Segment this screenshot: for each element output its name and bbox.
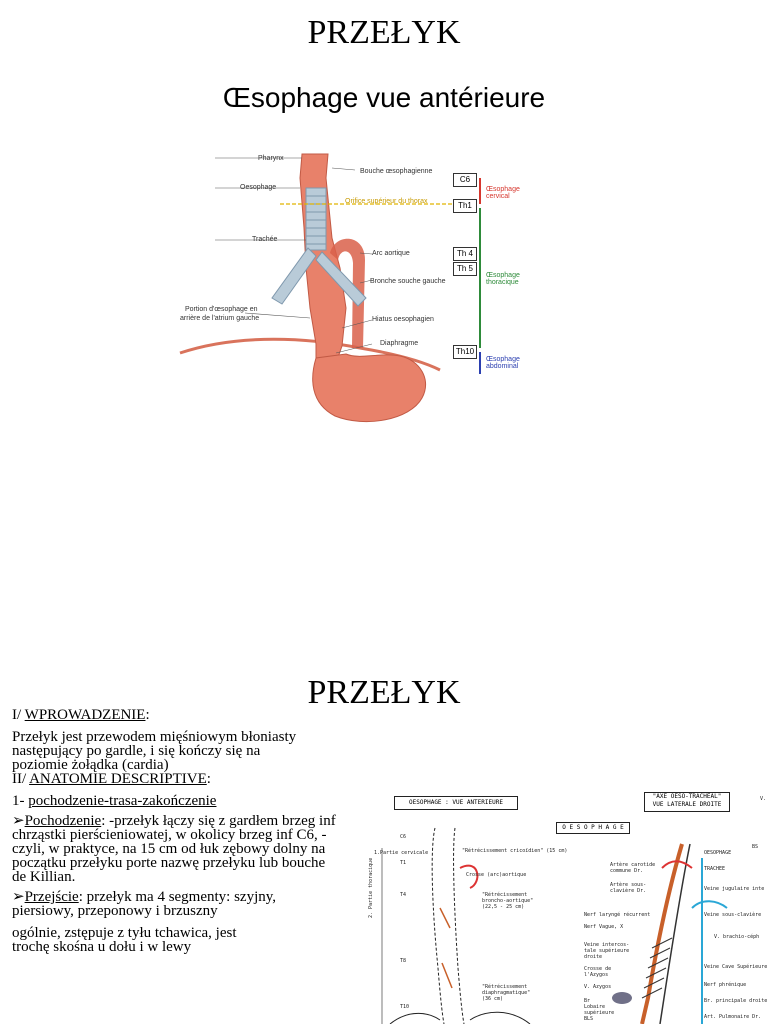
lateral-label-phrenic: Nerf phrénique [704, 982, 747, 988]
label-bronche: Bronche souche gauche [370, 278, 446, 285]
lateral-label-recurrent: Nerf laryngé récurrent [584, 912, 651, 918]
lateral-label-pulmonary-artery: Art. Pulmonaire Dr. [704, 1014, 762, 1020]
label-trachee: Trachée [252, 236, 278, 243]
segment-cervical: Œsophage cervical [486, 186, 520, 200]
item-1-prefix: 1- [12, 793, 29, 809]
bullet-1-heading: Pochodzenie [24, 813, 102, 829]
lateral-label-subclavian-artery: Artère sous-clavière Dr. [610, 882, 647, 894]
lateral-header: "AXE OESO-TRACHEAL" VUE LATERALE DROITE [644, 792, 730, 812]
section-2-prefix: II/ [12, 771, 30, 787]
label-diaphragme: Diaphragme [380, 340, 419, 347]
label-portion: Portion d'œsophage en [185, 306, 258, 313]
segment-abdominal: Œsophage abdominal [486, 356, 520, 370]
label-bouche: Bouche œsophagienne [360, 168, 433, 175]
descent-paragraph: ogólnie, zstępuje z tyłu tchawica, jest … [12, 925, 237, 955]
slide-1: PRZEŁYK Œsophage vue antérieure [179, 14, 546, 422]
bullet-1-text: : -przełyk łączy się z gardłem brzeg inf… [12, 813, 336, 885]
lateral-corner-bs: BS [752, 844, 759, 850]
lateral-label-svc: Veine Cave Supérieure [704, 964, 768, 970]
schematic-label-c6: C6 [400, 834, 407, 840]
level-th4: Th 4 [453, 247, 477, 261]
bullet-2: ➢Przejście: przełyk ma 4 segmenty: szyjn… [12, 889, 277, 919]
slide-1-title: PRZEŁYK [307, 14, 461, 51]
lateral-label-right-bronchus: Br. principale droite [704, 998, 768, 1004]
schematic-anterior-drawing [381, 827, 531, 1024]
lateral-corner-v: V. [760, 796, 767, 802]
lateral-label-carotid: Artère carotide commune Dr. [610, 862, 656, 874]
item-1-line: 1- pochodzenie-trasa-zakończenie [12, 793, 352, 809]
schematic-label-thoracic: 2. Partie thoracique [368, 857, 374, 918]
lateral-header-line-1: "AXE OESO-TRACHEAL" [652, 793, 722, 800]
schematic-lateral-view: "AXE OESO-TRACHEAL" VUE LATERALE DROITE … [552, 788, 768, 1024]
slide-2-body: I/ WPROWADZENIE: Przełyk jest przewodem … [12, 707, 352, 955]
segment-thoracique: Œsophage thoracique [486, 272, 520, 286]
schematic-note-arc: Crosse (arc)aortique [466, 872, 527, 878]
lateral-label-vagus: Nerf Vague, X [584, 924, 624, 930]
level-c6: C6 [453, 173, 477, 187]
schematic-anterior-header: OESOPHAGE : VUE ANTERIEURE [394, 796, 518, 810]
intro-text: Przełyk jest przewodem mięśniowym błonia… [12, 729, 297, 773]
intro-prefix: I/ [12, 707, 25, 723]
lateral-label-intercostal: Veine intercos-tale supérieure droite [584, 942, 630, 960]
intro-suffix: : [145, 707, 150, 723]
bullet-1-glyph: ➢ [12, 813, 25, 829]
section-2-heading-line: II/ ANATOMIE DESCRIPTIVE: [12, 771, 352, 787]
lateral-label-brachiocephalic: V. brachio-céph [714, 934, 760, 940]
bullet-1: ➢Pochodzenie: -przełyk łączy się z gardł… [12, 813, 337, 885]
schematic-label-t10: T10 [400, 1004, 410, 1010]
schematic-label-t4: T4 [400, 892, 407, 898]
label-orifice: Orifice supérieur du thorax [345, 198, 428, 205]
intro-heading-line: I/ WPROWADZENIE: [12, 707, 352, 723]
lateral-label-oesophage: OESOPHAGE [704, 850, 732, 856]
lateral-header-line-2: VUE LATERALE DROITE [652, 801, 722, 808]
slide-1-subtitle: Œsophage vue antérieure [222, 82, 546, 113]
schematic-label-t1: T1 [400, 860, 407, 866]
schematic-label-cervical: 1.Partie cervicale [374, 850, 429, 856]
schematic-label-t8: T8 [400, 958, 407, 964]
level-th1: Th1 [453, 199, 477, 213]
trachea-shape [271, 187, 367, 307]
label-oesophage: Oesophage [240, 184, 277, 191]
bullet-2-text: : przełyk ma 4 segmenty: szyjny, piersio… [12, 889, 277, 919]
oesophagus-anterior-illustration [179, 153, 481, 422]
section-2-heading: ANATOMIE DESCRIPTIVE [29, 771, 207, 787]
lateral-tag: O E S O P H A G E [556, 822, 630, 834]
lateral-label-trachee: TRACHEE [704, 866, 726, 872]
lateral-label-azygos-arch: Crosse de l'Azygos [584, 966, 612, 978]
label-arc-aortique: Arc aortique [372, 250, 410, 257]
schematic-note-diaphragm: "Rétrécissement diaphragmatique" (36 cm) [482, 984, 531, 1002]
bullet-2-heading: Przejście [24, 889, 79, 905]
slide-2-title: PRZEŁYK [307, 674, 461, 711]
label-portion-2: arrière de l'atrium gauche [180, 315, 260, 322]
lateral-drawing [612, 843, 728, 1024]
label-pharynx: Pharynx [258, 155, 284, 162]
section-2-suffix: : [206, 771, 211, 787]
schematic-note-broncho: "Rétrécissement broncho-aortique" (22,5 … [482, 892, 534, 910]
level-th10: Th10 [453, 345, 477, 359]
item-1-heading: pochodzenie-trasa-zakończenie [28, 793, 217, 809]
lateral-label-azygos: V. Azygos [584, 984, 612, 990]
slide-2: PRZEŁYK I/ WPROWADZENIE: Przełyk jest pr… [0, 660, 768, 1024]
lateral-label-jugular: Veine jugulaire inte [704, 886, 765, 892]
label-hiatus: Hiatus oesophagien [372, 316, 434, 323]
schematic-note-cricoid: "Rétrécissement cricoïdien" (15 cm) [462, 848, 568, 854]
lateral-label-bls: Br Lobaire supérieure BLS [584, 998, 615, 1022]
bullet-2-glyph: ➢ [12, 889, 25, 905]
schematic-anterior-view: OESOPHAGE : VUE ANTERIEURE 1.Partie cerv… [368, 788, 567, 1024]
intro-heading: WPROWADZENIE [24, 707, 146, 723]
lateral-label-subclavian-vein: Veine sous-clavière [704, 912, 762, 918]
level-th5: Th 5 [453, 262, 477, 276]
